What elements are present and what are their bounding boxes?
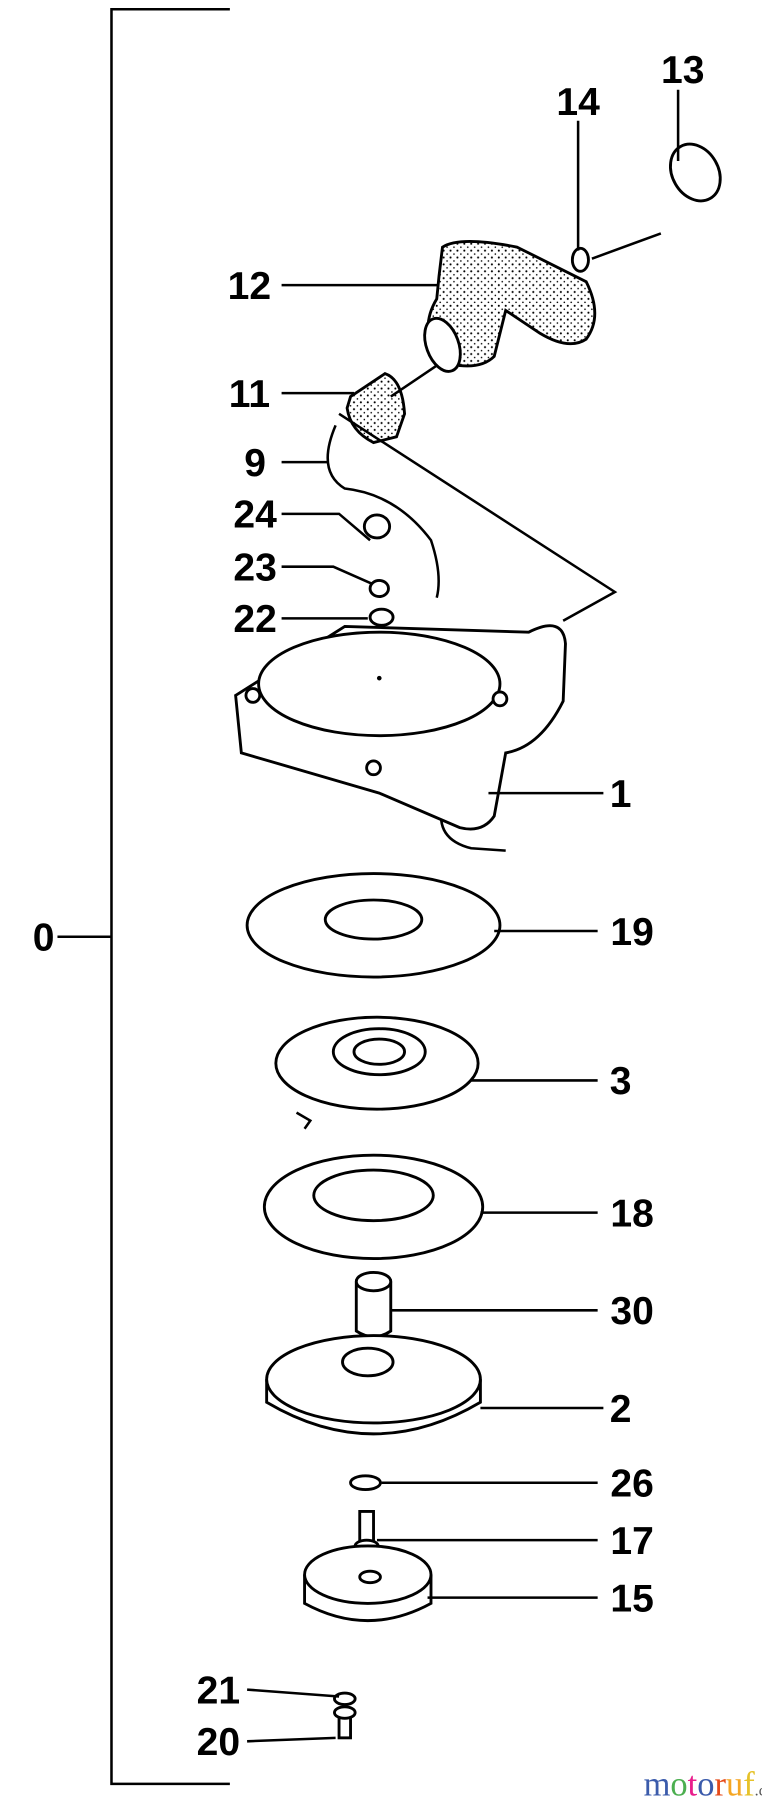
part-pulley-2 (265, 1334, 482, 1436)
label-20: 20 (197, 1721, 240, 1764)
label-30: 30 (610, 1290, 653, 1333)
part-spring-3 (274, 1015, 480, 1130)
part-guide-11 (345, 364, 438, 445)
part-washer-22 (368, 607, 395, 627)
part-handle-12 (423, 240, 597, 373)
label-15: 15 (610, 1577, 653, 1620)
label-9: 9 (244, 442, 266, 485)
part-rope-end (570, 232, 662, 273)
part-plate-19 (245, 872, 502, 979)
label-2: 2 (610, 1388, 632, 1431)
part-washer-26 (349, 1474, 382, 1492)
label-19: 19 (610, 911, 653, 954)
part-ring-18 (262, 1153, 485, 1261)
assembly-label: 0 (33, 917, 55, 960)
part-washer-21 (333, 1691, 357, 1706)
label-11: 11 (229, 373, 270, 416)
part-cap-13 (669, 142, 722, 203)
label-26: 26 (610, 1462, 653, 1505)
label-23: 23 (233, 546, 276, 589)
label-14: 14 (556, 81, 600, 124)
part-ratchet-15 (303, 1544, 433, 1623)
label-22: 22 (233, 598, 276, 641)
part-bolt-20 (333, 1705, 357, 1740)
part-housing-1 (234, 624, 567, 831)
watermark-logo: motoruf.de (644, 1765, 762, 1800)
label-18: 18 (610, 1192, 653, 1235)
label-3: 3 (610, 1060, 632, 1103)
label-12: 12 (228, 265, 271, 308)
part-bushing-30 (354, 1270, 393, 1339)
part-washer-23 (368, 579, 390, 599)
assembly-bracket: 0 (33, 8, 230, 1786)
leader-lines (247, 89, 680, 1743)
label-24: 24 (233, 494, 277, 537)
part-labels: 13 14 12 11 9 24 23 22 1 19 3 18 30 2 26… (197, 49, 705, 1764)
label-13: 13 (661, 49, 704, 92)
svg-text:motoruf.de: motoruf.de (644, 1765, 762, 1800)
label-1: 1 (610, 773, 632, 816)
label-17: 17 (610, 1520, 653, 1563)
part-nut-24 (362, 513, 392, 540)
label-21: 21 (197, 1669, 240, 1712)
